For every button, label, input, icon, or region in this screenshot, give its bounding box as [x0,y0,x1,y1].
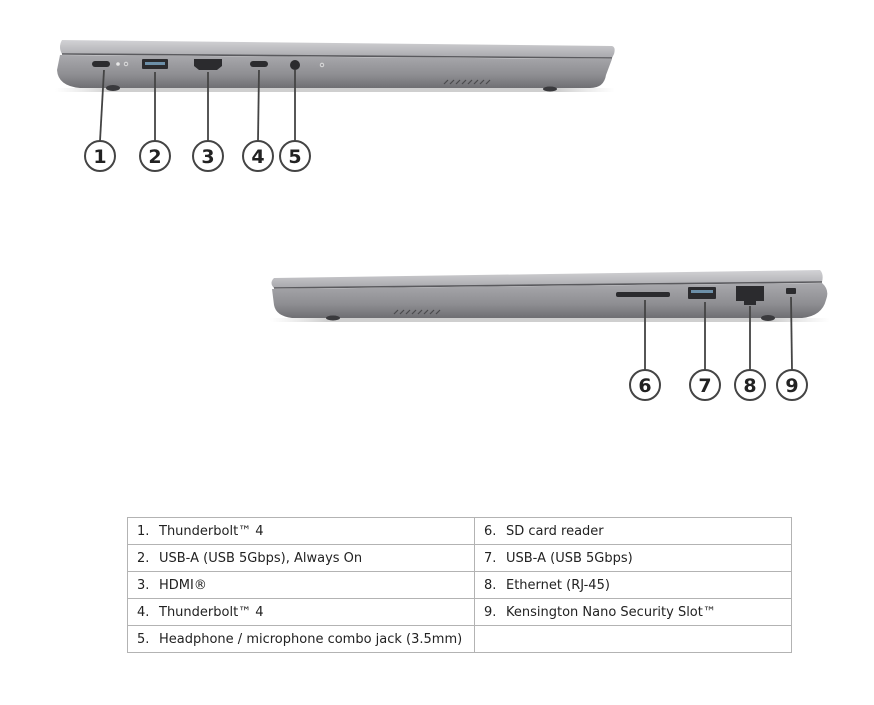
ethernet-port [736,286,764,305]
spec-cell: 7. USB-A (USB 5Gbps) [474,544,792,572]
spec-label: Kensington Nano Security Slot™ [506,604,716,620]
spec-number: 6. [484,523,497,539]
spec-number: 8. [484,577,497,593]
table-row: 4. Thunderbolt™ 4 9. Kensington Nano Secur… [127,598,792,626]
laptop-base [57,55,612,88]
callout-leader-line [790,296,793,371]
spec-number: 1. [137,523,150,539]
spec-label: Headphone / microphone combo jack (3.5mm… [159,631,463,647]
table-row: 2. USB-A (USB 5Gbps), Always On 7. USB-A (… [127,544,792,572]
table-row: 5. Headphone / microphone combo jack (3.5… [127,625,792,653]
callout-circle [192,140,224,172]
thunderbolt-port [92,61,110,67]
spec-cell: 1. Thunderbolt™ 4 [127,517,475,545]
spec-number: 4. [137,604,150,620]
callout-circle [629,369,661,401]
callout-number: 5 [288,146,301,168]
callout-circle [84,140,116,172]
callout-number: 8 [743,375,756,397]
lid-seam [273,281,823,289]
security-slot [786,288,796,294]
spec-number: 3. [137,577,150,593]
table-row: 1. Thunderbolt™ 4 6. SD card reader [127,517,792,545]
spec-cell: 5. Headphone / microphone combo jack (3.5… [127,625,475,653]
callout-number: 6 [638,375,651,397]
callout-leader-line [257,69,260,142]
power-led [123,61,129,67]
table-row: 3. HDMI® 8. Ethernet (RJ-45) [127,571,792,599]
callout-number: 9 [785,375,798,397]
callout-markers [84,140,808,401]
spec-cell: 3. HDMI® [127,571,475,599]
spec-label: USB-A (USB 5Gbps), Always On [159,550,363,566]
rubber-foot [543,86,557,92]
callout-number: 3 [201,146,214,168]
callout-circle [689,369,721,401]
rubber-foot [326,315,340,321]
spec-label: USB-A (USB 5Gbps) [506,550,633,566]
sd-card-slot [616,292,670,297]
usb-a-port-tongue [691,290,713,293]
spec-cell: 9. Kensington Nano Security Slot™ [474,598,792,626]
thunderbolt-port [250,61,268,67]
callout-number: 4 [251,146,264,168]
callout-leader-line [99,69,105,142]
hdmi-port [194,59,222,70]
spec-cell-empty [474,625,792,653]
spec-cell: 2. USB-A (USB 5Gbps), Always On [127,544,475,572]
spec-label: Thunderbolt™ 4 [159,604,264,620]
callout-circle [734,369,766,401]
usb-a-port-tongue [145,62,165,65]
spec-label: Ethernet (RJ-45) [506,577,610,593]
rubber-foot [106,85,120,91]
callout-circle [279,140,311,172]
callout-number: 7 [698,375,711,397]
rubber-foot [761,315,775,321]
spec-number: 2. [137,550,150,566]
mic-hole [319,62,325,68]
spec-cell: 4. Thunderbolt™ 4 [127,598,475,626]
callout-number: 1 [93,146,106,168]
laptop-lid [60,40,615,58]
status-led [116,62,120,66]
callout-number: 2 [148,146,161,168]
laptop-left-side-view [55,40,615,92]
port-spec-table: 1. Thunderbolt™ 4 6. SD card reader 2. USB-… [127,517,792,653]
spec-label: SD card reader [506,523,604,539]
callout-circle [776,369,808,401]
callout-leaders [99,69,793,371]
lid-seam [61,53,613,59]
callout-circle [139,140,171,172]
spec-number: 5. [137,631,150,647]
audio-jack [290,60,300,70]
laptop-right-side-view [270,270,830,322]
callout-circle [242,140,274,172]
laptop-ports-diagram: 1 2 3 4 5 6 7 8 9 [55,40,830,401]
spec-label: Thunderbolt™ 4 [159,523,264,539]
speaker-grille [393,309,441,315]
spec-cell: 8. Ethernet (RJ-45) [474,571,792,599]
laptop-shadow [270,318,830,322]
spec-number: 7. [484,550,497,566]
laptop-shadow [55,88,615,92]
callout-numbers: 1 2 3 4 5 6 7 8 9 [93,146,798,397]
spec-cell: 6. SD card reader [474,517,792,545]
speaker-grille [443,79,491,85]
spec-number: 9. [484,604,497,620]
spec-label: HDMI® [159,577,207,593]
